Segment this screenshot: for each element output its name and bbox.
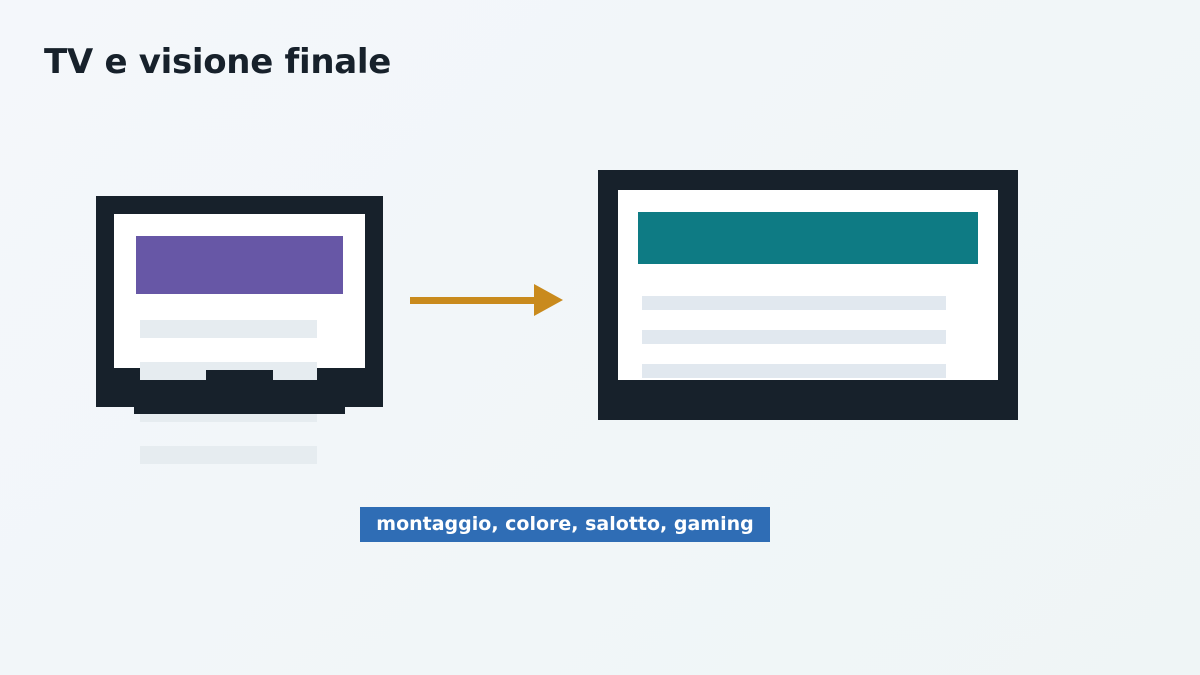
small-tv-stand (206, 370, 273, 384)
small-tv-icon (96, 196, 383, 464)
arrow-head (534, 284, 563, 316)
large-tv-icon (598, 170, 1018, 420)
large-tv-line (642, 330, 946, 344)
small-tv-base (134, 405, 345, 414)
small-tv-banner (136, 236, 343, 294)
small-tv-line (140, 320, 317, 338)
page-title: TV e visione finale (44, 42, 392, 82)
arrow-shaft (410, 297, 540, 304)
small-tv-line (140, 414, 317, 422)
arrow-right-icon (410, 284, 563, 316)
large-tv-line (642, 364, 946, 378)
large-tv-banner (638, 212, 978, 264)
large-tv-line (642, 296, 946, 310)
small-tv-line (140, 446, 317, 464)
caption-label: montaggio, colore, salotto, gaming (360, 507, 770, 542)
